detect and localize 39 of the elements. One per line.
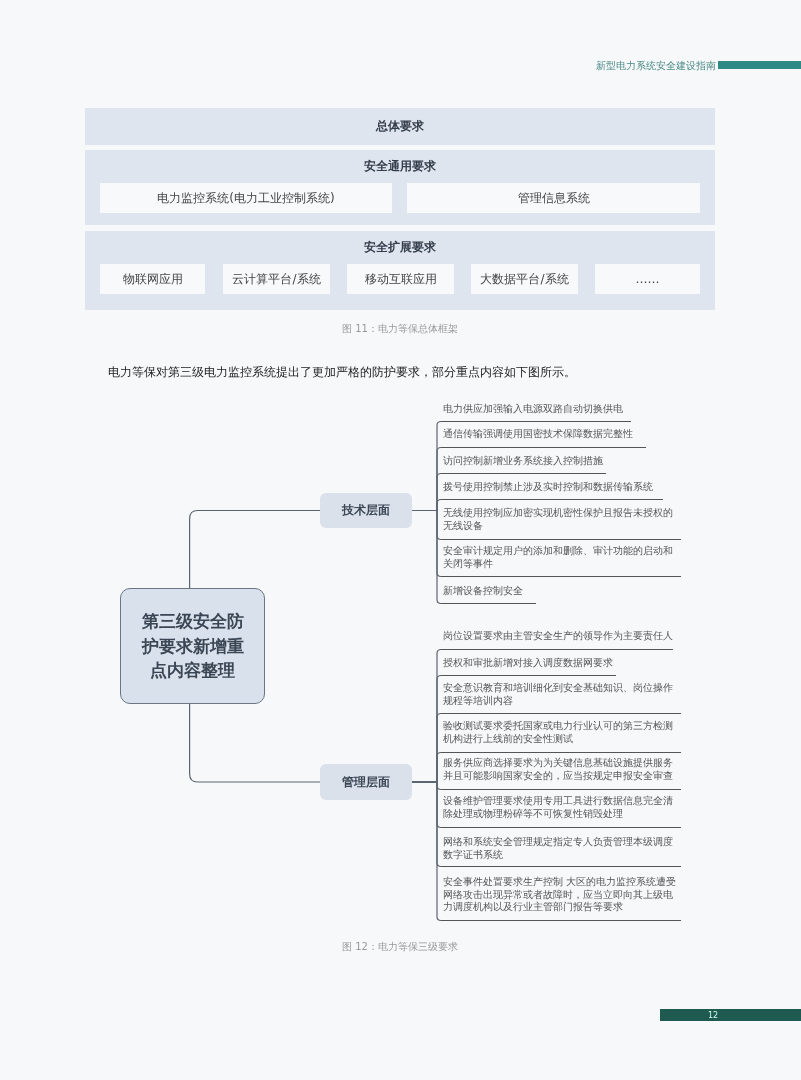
category-box: 移动互联应用 xyxy=(347,264,454,294)
central-topic-box: 第三级安全防护要求新增重点内容整理 xyxy=(120,588,265,704)
band-heading: 安全通用要求 xyxy=(363,158,437,175)
category-box: …… xyxy=(595,264,700,294)
category-box: 大数据平台/系统 xyxy=(471,264,578,294)
branch-topic-box: 技术层面 xyxy=(320,493,412,528)
category-box: 物联网应用 xyxy=(100,264,205,294)
page-number: 12 xyxy=(708,1011,719,1020)
topic-item: 安全意识教育和培训细化到安全基础知识、岗位操作规程等培训内容 xyxy=(441,682,681,714)
topic-item: 电力供应加强输入电源双路自动切换供电 xyxy=(441,403,631,422)
topic-item: 验收测试要求委托国家或电力行业认可的第三方检测机构进行上线前的安全性测试 xyxy=(441,720,681,753)
topic-item: 网络和系统安全管理规定指定专人负责管理本级调度数字证书系统 xyxy=(441,836,681,867)
category-box: 云计算平台/系统 xyxy=(223,264,330,294)
section-band xyxy=(85,150,715,225)
topic-item: 新增设备控制安全 xyxy=(441,585,536,604)
connector-line xyxy=(189,703,321,783)
body-paragraph: 电力等保对第三级电力监控系统提出了更加严格的防护要求，部分重点内容如下图所示。 xyxy=(108,364,576,381)
topic-item: 授权和审批新增对接入调度数据网要求 xyxy=(441,657,616,676)
header-text: 新型电力系统安全建设指南 xyxy=(596,59,716,73)
topic-item: 拨号使用控制禁止涉及实时控制和数据传输系统 xyxy=(441,481,663,500)
connector-line xyxy=(189,509,321,589)
category-box: 电力监控系统(电力工业控制系统) xyxy=(100,183,392,213)
topic-item: 无线使用控制应加密实现机密性保护且报告未授权的无线设备 xyxy=(441,507,681,540)
connector-line xyxy=(411,509,442,605)
figure-caption: 图 11：电力等保总体框架 xyxy=(342,322,458,336)
topic-item: 安全审计规定用户的添加和删除、审计功能的启动和关闭等事件 xyxy=(441,545,681,577)
topic-item: 访问控制新增业务系统接入控制措施 xyxy=(441,455,606,474)
topic-item: 安全事件处置要求生产控制 大区的电力监控系统遭受网络攻击出现异常或者故障时，应当立即向其上级电力调度机构以及行业主管部门报告等要求 xyxy=(441,876,681,921)
topic-item: 通信传输强调使用国密技术保障数据完整性 xyxy=(441,428,646,448)
category-box: 管理信息系统 xyxy=(407,183,700,213)
band-heading: 安全扩展要求 xyxy=(363,239,437,256)
topic-item: 设备维护管理要求使用专用工具进行数据信息完全清除处理或物理粉碎等不可恢复性销毁处理 xyxy=(441,795,681,828)
header-band: 总体要求 xyxy=(85,108,715,145)
topic-item: 岗位设置要求由主管安全生产的领导作为主要责任人 xyxy=(441,630,673,650)
topic-item: 服务供应商选择要求为为关键信息基础设施提供服务并且可能影响国家安全的，应当按规定申报安全审查 xyxy=(441,757,681,790)
figure-caption: 图 12：电力等保三级要求 xyxy=(342,940,458,954)
branch-topic-box: 管理层面 xyxy=(320,764,412,800)
section-band xyxy=(85,231,715,310)
connector-line xyxy=(411,781,442,922)
